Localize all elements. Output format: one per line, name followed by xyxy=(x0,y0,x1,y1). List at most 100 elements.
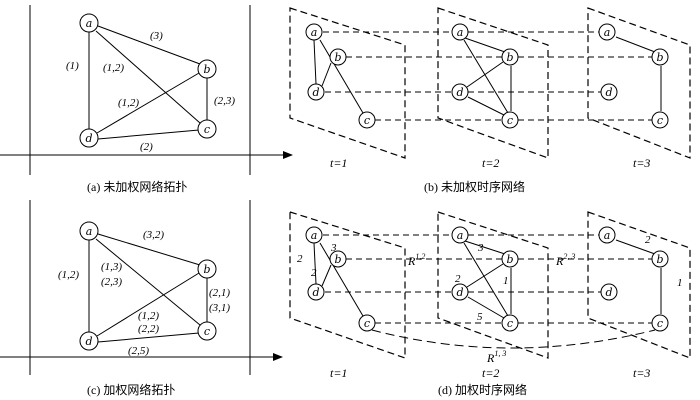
layer-t1 xyxy=(289,7,406,159)
c-node-b-label: b xyxy=(203,263,210,276)
edge-ad-label: (1) xyxy=(66,60,79,72)
t3-node-a-label: a xyxy=(604,26,611,39)
t2-node-c-label: c xyxy=(507,114,513,127)
d-t2-node-a-label: a xyxy=(457,229,464,242)
c-edge-dc xyxy=(97,332,200,343)
t2-node-c xyxy=(501,111,519,129)
time-label-1: t=1 xyxy=(330,156,347,170)
node-b-label: b xyxy=(203,63,210,76)
edge-dc-label: (2) xyxy=(140,141,153,153)
node-a-label: a xyxy=(86,17,93,30)
edge-bc-label: (2,3) xyxy=(214,95,235,107)
caption-d: (d) 加权时序网络 xyxy=(438,382,527,397)
d-t3-node-c-label: c xyxy=(657,317,663,330)
d-time-label-3: t=3 xyxy=(633,366,650,380)
t2-node-a-label: a xyxy=(457,26,464,39)
d-t2-weight-ab: 3 xyxy=(477,242,484,254)
d-t1-node-c-label: c xyxy=(364,317,370,330)
t3-node-d xyxy=(600,83,618,101)
t1-node-b-label: b xyxy=(334,51,341,64)
t2-node-a xyxy=(451,23,469,41)
time-label-3: t=3 xyxy=(633,156,650,170)
relation-r12: R1,2 xyxy=(407,252,425,268)
d-t2-edge-ac xyxy=(463,242,509,317)
d-t3-node-b xyxy=(651,250,669,268)
d-t3-weight-ab: 2 xyxy=(645,234,651,246)
t1-node-d-label: d xyxy=(312,86,319,99)
panel-c: a b d c (3,2) (1,2) (1,3) (2,3) (2,1) (3… xyxy=(0,200,283,397)
d-t2-node-a xyxy=(451,226,469,244)
panel-d: a b d c a b d c a b d c 2 3 2 3 2 1 5 2 … xyxy=(289,211,691,397)
d-t1-edge-ac xyxy=(319,242,364,317)
c-node-c xyxy=(197,321,217,341)
c-node-d xyxy=(79,331,99,351)
c-node-c-label: c xyxy=(204,325,210,338)
d-t3-node-b-label: b xyxy=(656,253,663,266)
t2-node-d xyxy=(451,83,469,101)
d-layer-t3 xyxy=(587,211,691,359)
edge-bd-label: (1,2) xyxy=(118,97,139,109)
d-t3-node-d-label: d xyxy=(605,286,612,299)
d-t3-weight-bc: 1 xyxy=(677,277,683,289)
d-t2-node-c xyxy=(501,314,519,332)
d-t1-node-d xyxy=(307,283,325,301)
d-t2-weight-bc: 1 xyxy=(503,275,509,287)
c-edge-ac-label: (1,3) xyxy=(101,261,122,273)
relation-r13: R1, 3 xyxy=(486,349,506,365)
d-time-label-1: t=1 xyxy=(330,366,347,380)
c-edge-dc-label: (2,5) xyxy=(128,345,149,357)
d-t1-node-a xyxy=(305,226,323,244)
layer-t3 xyxy=(587,7,691,159)
layer-t2 xyxy=(437,7,549,159)
d-t3-node-a xyxy=(598,226,616,244)
t3-node-b xyxy=(651,48,669,66)
t3-node-d-label: d xyxy=(605,86,612,99)
d-time-label-2: t=2 xyxy=(482,366,499,380)
t2-edge-ac xyxy=(463,39,509,114)
node-d-label: d xyxy=(85,132,92,145)
edge-ab xyxy=(97,25,201,65)
c-node-a xyxy=(79,221,99,241)
caption-b: (b) 未加权时序网络 xyxy=(424,179,525,194)
d-layer-t2 xyxy=(437,211,549,359)
d-t3-node-d xyxy=(600,283,618,301)
d-t3-edge-ab xyxy=(615,239,656,255)
d-t2-edge-dc xyxy=(467,296,505,319)
d-t1-edge-bd xyxy=(321,264,332,287)
c-edge-ac xyxy=(95,238,201,326)
d-t1-node-c xyxy=(358,314,376,332)
c-edge-bd-label: (1,2) xyxy=(138,310,159,322)
t1-node-a xyxy=(305,23,323,41)
t1-node-c xyxy=(358,111,376,129)
t1-edge-ad xyxy=(313,39,317,85)
d-t2-node-b-label: b xyxy=(506,253,513,266)
d-t3-node-a-label: a xyxy=(604,229,611,242)
t2-node-b xyxy=(501,48,519,66)
c-edge-ab xyxy=(97,233,201,266)
time-label-2: t=2 xyxy=(482,156,499,170)
c-node-a-label: a xyxy=(86,225,93,238)
d-t3-node-c xyxy=(651,314,669,332)
d-t1-node-b xyxy=(329,250,347,268)
d-t1-node-d-label: d xyxy=(312,286,319,299)
node-a xyxy=(79,13,99,33)
t2-node-b-label: b xyxy=(506,51,513,64)
c-edge-ad-label: (1,2) xyxy=(58,269,79,281)
node-b xyxy=(197,59,217,79)
c-node-b xyxy=(197,259,217,279)
t1-node-b xyxy=(329,48,347,66)
d-t2-node-c-label: c xyxy=(507,317,513,330)
edge-ac-label: (1,2) xyxy=(103,62,124,74)
d-t2-edge-ab xyxy=(464,240,506,255)
edge-ab-label: (3) xyxy=(150,30,163,42)
t1-node-c-label: c xyxy=(364,114,370,127)
edge-ac xyxy=(95,30,201,124)
t3-node-a xyxy=(598,23,616,41)
edge-dc xyxy=(97,129,200,140)
d-t1-node-a-label: a xyxy=(311,229,318,242)
d-t1-edge-ad xyxy=(313,242,317,285)
t1-edge-bd xyxy=(321,62,332,87)
panel-a: a b d c (3) (1) (1,2) (1,2) (2,3) (2) (a… xyxy=(0,5,293,194)
c-edge-bd-label-2: (2,2) xyxy=(138,323,159,335)
